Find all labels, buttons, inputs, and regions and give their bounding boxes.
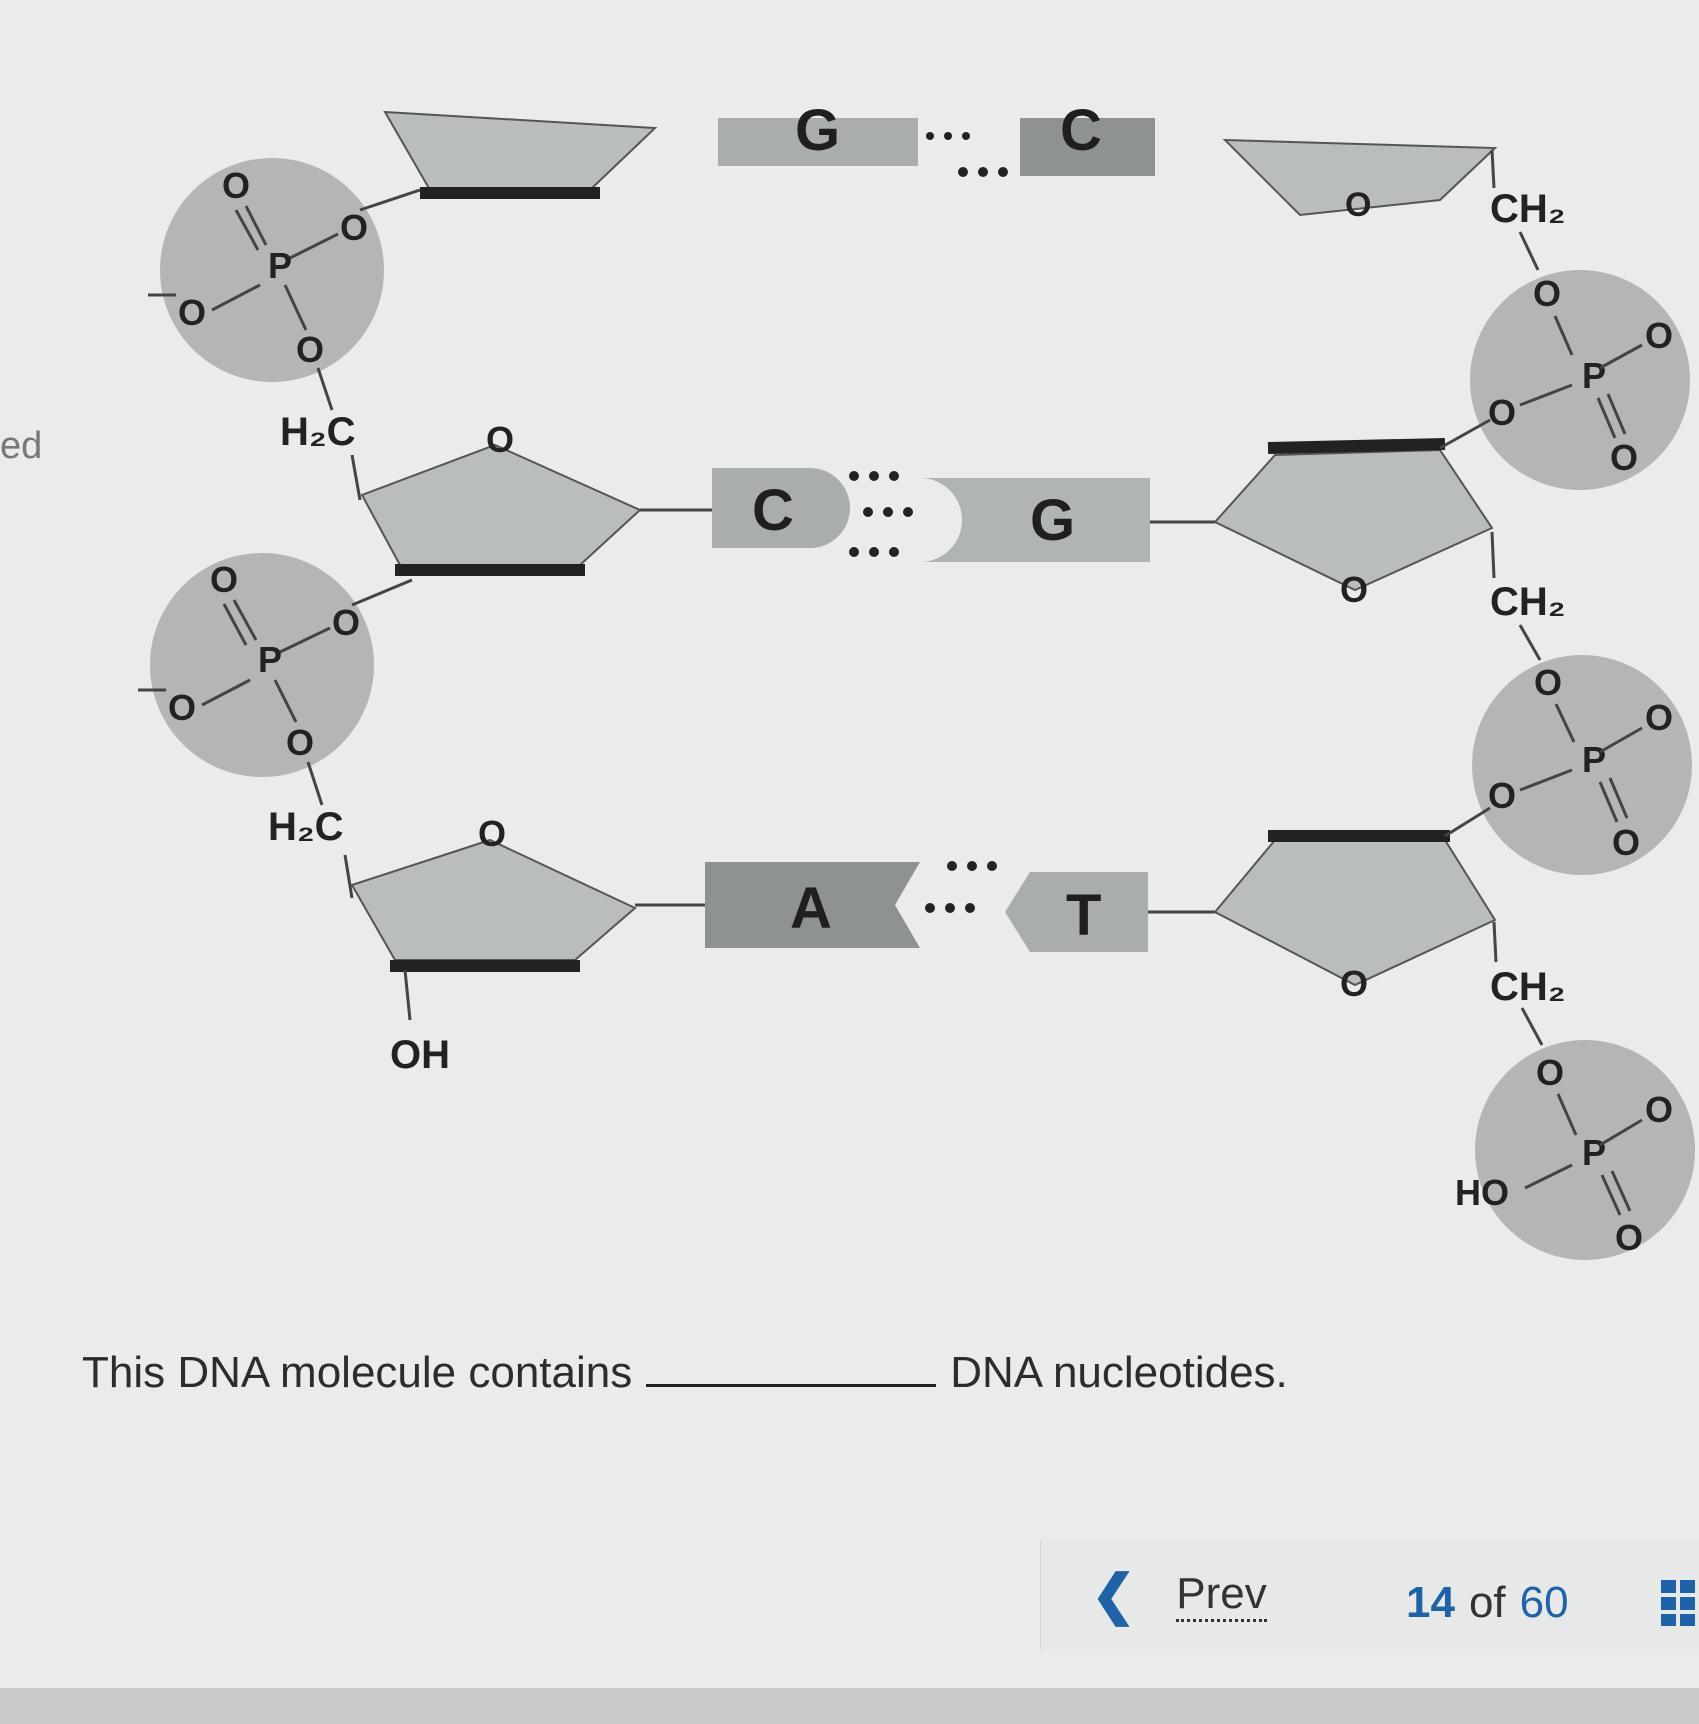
- phosphate-oxygen-bottom: O: [1615, 1217, 1643, 1258]
- prev-button[interactable]: ❮ Prev: [1091, 1568, 1267, 1622]
- top-left-base: G: [718, 98, 918, 166]
- phosphate-left-1: O P O O O: [148, 158, 421, 382]
- phosphate-oxygen-right: O: [1645, 315, 1673, 356]
- phosphate-oxygen-left: O: [178, 292, 206, 333]
- phosphate-oxygen-top: O: [1533, 273, 1561, 314]
- phosphate-oxygen-left: O: [1488, 775, 1516, 816]
- base-bottom-right-label: T: [1066, 883, 1101, 948]
- bottom-right-base: T: [1005, 872, 1148, 952]
- of-label: of: [1468, 1578, 1506, 1627]
- phosphate-oxygen-top: O: [210, 559, 238, 600]
- sugar-ring-oxygen: O: [478, 813, 506, 854]
- phosphorus-atom: P: [1582, 739, 1606, 780]
- bottom-left-base: A: [705, 862, 920, 948]
- base-top-left-label: G: [795, 98, 840, 163]
- top-left-sugar: [383, 110, 658, 199]
- base-mid-left-label: C: [752, 478, 794, 543]
- mid-hbond-dots: [849, 471, 913, 557]
- phosphate-oxygen-top: O: [222, 165, 250, 206]
- methylene-right-1: CH₂: [1490, 187, 1566, 231]
- current-question-number: 14: [1406, 1578, 1455, 1627]
- methylene-left-1: H₂C: [280, 410, 356, 454]
- sugar-ring-oxygen: O: [486, 419, 514, 460]
- phosphate-oxygen-bottom: O: [296, 329, 324, 370]
- question-prefix: This DNA molecule contains: [82, 1348, 633, 1397]
- side-text-fragment: ed: [0, 425, 43, 467]
- phosphate-left-2: O P O O O: [138, 553, 413, 777]
- phosphorus-atom: P: [1582, 355, 1606, 396]
- hydroxyl-group: OH: [390, 1033, 450, 1077]
- question-navigation: ❮ Prev 14 of 60: [1040, 1540, 1699, 1650]
- methylene-right-3: CH₂: [1490, 965, 1566, 1009]
- phosphate-oxygen-bottom: O: [1612, 822, 1640, 863]
- methylene-left-2: H₂C: [268, 805, 344, 849]
- oxygen-atom: O: [1345, 186, 1371, 224]
- question-suffix: DNA nucleotides.: [950, 1348, 1288, 1397]
- question-text: This DNA molecule contains DNA nucleotide…: [82, 1348, 1288, 1398]
- bottom-left-sugar: O: [350, 813, 637, 972]
- phosphate-oxygen-top: O: [1536, 1052, 1564, 1093]
- phosphate-oxygen-top: O: [1534, 662, 1562, 703]
- answer-blank[interactable]: [646, 1384, 937, 1387]
- bottom-strip: [0, 1688, 1699, 1724]
- base-bottom-left-label: A: [790, 876, 832, 941]
- phosphate-oxygen-bottom: O: [286, 722, 314, 763]
- methylene-right-2: CH₂: [1490, 580, 1566, 624]
- mid-left-base: C: [712, 468, 850, 548]
- phosphate-hydroxyl: HO: [1455, 1172, 1509, 1213]
- phosphate-oxygen-bottom: O: [1610, 437, 1638, 478]
- phosphorus-atom: P: [268, 245, 292, 286]
- grid-view-icon[interactable]: [1661, 1580, 1697, 1626]
- phosphate-oxygen-left: O: [168, 687, 196, 728]
- chevron-left-icon: ❮: [1091, 1565, 1137, 1625]
- phosphate-oxygen-right: O: [332, 602, 360, 643]
- sugar-ring-oxygen: O: [1340, 569, 1368, 610]
- bottom-hbond-dots: [925, 861, 997, 913]
- bottom-right-sugar: O: [1213, 830, 1497, 1004]
- phosphorus-atom: P: [258, 639, 282, 680]
- mid-right-sugar: O: [1213, 438, 1494, 610]
- total-questions: 60: [1519, 1578, 1569, 1627]
- mid-left-sugar: O: [360, 419, 642, 576]
- mid-right-base: G: [920, 478, 1150, 562]
- base-mid-right-label: G: [1030, 488, 1075, 553]
- base-top-right-label: C: [1060, 98, 1102, 163]
- top-right-base: C: [1020, 98, 1155, 176]
- prev-label: Prev: [1176, 1569, 1267, 1622]
- phosphorus-atom: P: [1582, 1132, 1606, 1173]
- top-right-sugar: O: [1222, 138, 1498, 224]
- phosphate-oxygen-right: O: [1645, 1089, 1673, 1130]
- phosphate-right-1: O P O O O: [1439, 231, 1690, 490]
- sugar-ring-oxygen: O: [1340, 963, 1368, 1004]
- top-hbond-dots: [926, 132, 1008, 177]
- question-counter: 14 of 60: [1406, 1578, 1569, 1628]
- phosphate-oxygen-right: O: [1645, 697, 1673, 738]
- phosphate-right-2: O P O O O: [1444, 624, 1692, 875]
- phosphate-oxygen-right: O: [340, 207, 368, 248]
- phosphate-oxygen-left: O: [1488, 392, 1516, 433]
- phosphate-right-3: O P O HO O: [1455, 1007, 1695, 1260]
